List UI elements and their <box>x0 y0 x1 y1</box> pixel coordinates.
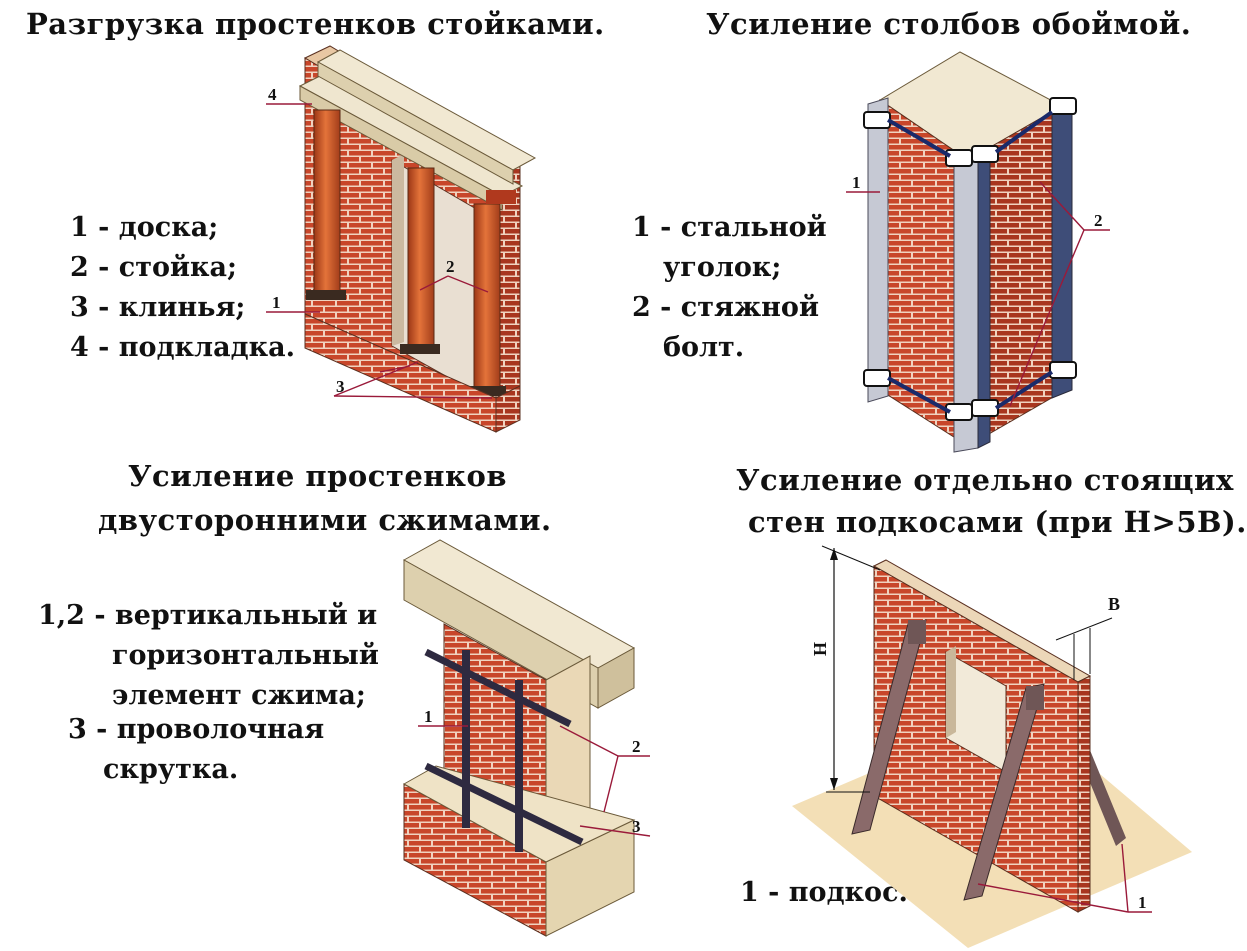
legend-top-left-1: 1 - доска; <box>70 212 219 243</box>
legend-bottom-left-3: элемент сжима; <box>112 680 366 711</box>
clamp-vertical-2 <box>515 680 523 852</box>
title-bottom-right-line1: Усиление отдельно стоящих <box>736 463 1234 497</box>
title-bottom-right-line2: стен подкосами (при H>5B). <box>748 505 1247 539</box>
legend-bottom-right-1: 1 - подкос. <box>740 877 908 908</box>
figure-wall-braces <box>792 545 1192 948</box>
legend-top-right-1: 1 - стальной <box>632 212 827 243</box>
figure-column-jacket <box>863 51 1077 453</box>
label-4: 4 <box>268 85 277 104</box>
leaders-panel-4 <box>977 843 1152 913</box>
leaders-panel-1 <box>266 103 493 399</box>
label-1-clamp: 1 <box>424 707 433 726</box>
title-bottom-left-line1: Усиление простенков <box>128 459 507 493</box>
legend-top-left-2: 2 - стойка; <box>70 252 237 283</box>
legend-bottom-left-5: скрутка. <box>103 754 239 785</box>
figure-pier-with-posts <box>298 45 537 433</box>
label-2-clamp: 2 <box>632 737 641 756</box>
label-2-jacket: 2 <box>1094 211 1103 230</box>
clamp-vertical-1 <box>462 650 470 828</box>
legend-bottom-left-4: 3 - проволочная <box>68 714 325 745</box>
title-top-left: Разгрузка простенков стойками. <box>26 7 605 41</box>
label-1: 1 <box>272 293 281 312</box>
legend-bottom-left-1: 1,2 - вертикальный и <box>38 600 378 631</box>
label-3: 3 <box>336 377 345 396</box>
title-top-right: Усиление столбов обоймой. <box>706 7 1192 41</box>
label-1-brace: 1 <box>1138 893 1147 912</box>
label-H: H <box>810 642 830 656</box>
post-right <box>473 203 501 391</box>
clamp-horizontal-top <box>424 648 572 728</box>
leaders-panel-3 <box>418 725 651 837</box>
legend-top-right-3: 2 - стяжной <box>632 292 819 323</box>
legend-top-right-2: уголок; <box>663 252 782 283</box>
leaders-panel-2 <box>846 181 1110 407</box>
title-bottom-left-line2: двусторонними сжимами. <box>98 503 552 537</box>
angle-right <box>1051 101 1073 399</box>
post-left <box>313 109 341 297</box>
label-3-clamp: 3 <box>632 817 641 836</box>
angle-left <box>867 97 889 403</box>
label-2: 2 <box>446 257 455 276</box>
brace-right <box>963 683 1045 901</box>
label-1-jacket: 1 <box>852 173 861 192</box>
label-B: B <box>1108 594 1120 614</box>
post-middle <box>407 167 435 349</box>
legend-top-left-3: 3 - клинья; <box>70 292 246 323</box>
legend-bottom-left-2: горизонтальный <box>112 640 379 671</box>
legend-top-left-4: 4 - подкладка. <box>70 332 295 363</box>
clamp-horizontal-bottom <box>424 762 584 846</box>
legend-top-right-4: болт. <box>663 332 745 363</box>
figure-pier-clamps <box>402 539 636 937</box>
